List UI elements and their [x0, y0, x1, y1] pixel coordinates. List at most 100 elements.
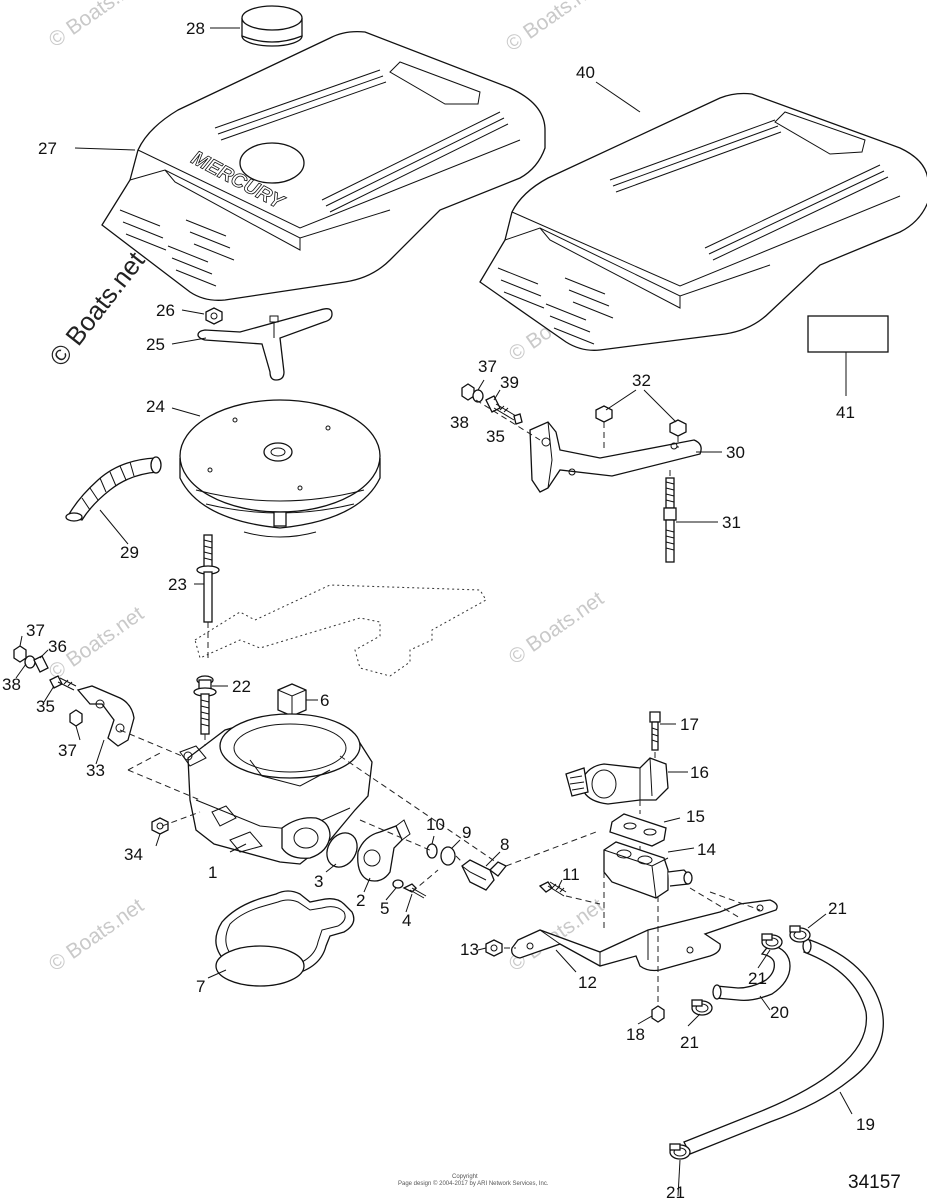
hose-clamp-21: [789, 925, 811, 943]
callout: 41: [836, 403, 855, 422]
iac-valve-16: [565, 757, 669, 805]
screw-17: [649, 711, 661, 751]
watermark: © Boats.net: [45, 0, 148, 52]
callout: 4: [402, 911, 411, 930]
engine-cover-40: [479, 92, 927, 351]
spacer-39: [485, 395, 501, 413]
bracket-33: [76, 685, 135, 747]
washer-38-left: [24, 655, 36, 669]
watermark: © Boats.net: [45, 894, 148, 976]
callout: 12: [578, 973, 597, 992]
callout: 18: [626, 1025, 645, 1044]
watermark: © Boats.net: [502, 0, 605, 56]
fitting-8: [461, 859, 508, 891]
callout: 29: [120, 543, 139, 562]
vent-hose-29: [65, 456, 162, 522]
nut-26: [205, 307, 223, 325]
throttle-body-1: [179, 713, 373, 865]
callout: 9: [462, 823, 471, 842]
gasket-15: [609, 813, 667, 847]
nut-37-upper: [461, 383, 475, 401]
watermark: © Boats.net: [505, 894, 608, 976]
callout: 37: [58, 741, 77, 760]
o-ring-9: [440, 846, 456, 866]
callout: 17: [680, 715, 699, 734]
callout: 8: [500, 835, 509, 854]
o-ring-3: [326, 832, 358, 868]
bolt-35-upper: [493, 403, 523, 425]
callout: 10: [426, 815, 445, 834]
watermark-main: © Boats.net: [43, 245, 151, 371]
nut-37-lower: [69, 709, 83, 727]
watermark: © Boats.net: [505, 587, 608, 669]
gasket-7: [215, 890, 355, 987]
callout: 14: [697, 840, 716, 859]
callout: 15: [686, 807, 705, 826]
phantom-bracket: [194, 584, 487, 677]
callout: 28: [186, 19, 205, 38]
bracket-12: [511, 899, 778, 972]
callout: 36: [48, 637, 67, 656]
nut-13: [485, 939, 503, 957]
leader-lines: [15, 27, 853, 1197]
block-6: [277, 683, 307, 717]
stud-31: [663, 477, 677, 563]
callout: 37: [26, 621, 45, 640]
hose-clamp-21: [669, 1143, 691, 1160]
hose-20: [712, 943, 791, 1002]
callout: 21: [666, 1183, 685, 1200]
callout: 2: [356, 891, 365, 910]
nut-34: [151, 817, 169, 835]
bracket-25: [197, 308, 333, 381]
callout: 16: [690, 763, 709, 782]
callout: 23: [168, 575, 187, 594]
callout: 21: [680, 1033, 699, 1052]
callout: 35: [36, 697, 55, 716]
callout: 11: [562, 865, 580, 884]
assembly-lines: [119, 399, 761, 1002]
callout: 21: [748, 969, 767, 988]
callout: 38: [450, 413, 469, 432]
callout: 40: [576, 63, 595, 82]
oil-cap-28: [241, 5, 303, 47]
callout: 37: [478, 357, 497, 376]
callout: 31: [722, 513, 741, 532]
bolt-22: [193, 675, 217, 735]
screw-4: [402, 883, 427, 899]
nut-32b: [669, 419, 687, 437]
callout: 32: [632, 371, 651, 390]
hose-clamp-21: [691, 999, 713, 1016]
callout: 5: [380, 899, 389, 918]
nut-37-left: [13, 645, 27, 663]
adapter-14: [603, 841, 693, 899]
washer-5: [392, 879, 404, 889]
stud-23: [196, 534, 220, 623]
callout: 27: [38, 139, 57, 158]
bolt-35-left: [49, 675, 77, 691]
hose-clamp-21: [761, 933, 783, 950]
callout: 3: [314, 872, 323, 891]
callout: 21: [828, 899, 847, 918]
callout: 7: [196, 977, 205, 996]
washer-38-upper: [472, 389, 484, 403]
callout: 39: [500, 373, 519, 392]
callout: 30: [726, 443, 745, 462]
copyright-line-1: Copyright: [452, 1174, 478, 1180]
callout: 19: [856, 1115, 875, 1134]
engine-cover-27: MERCURY: [101, 30, 546, 301]
nut-18: [651, 1005, 665, 1023]
o-ring-10: [426, 843, 438, 859]
callout: 34: [124, 845, 143, 864]
callout: 20: [770, 1003, 789, 1022]
copyright-line-2: Page design © 2004-2017 by ARI Network S…: [398, 1180, 549, 1187]
screw-11: [538, 881, 567, 897]
callout: 22: [232, 677, 251, 696]
bracket-30: [529, 421, 702, 493]
diagram-ref-number: 34157: [848, 1172, 901, 1193]
nut-32a: [595, 405, 613, 423]
flame-arrestor-24: [179, 399, 381, 538]
callout: 6: [320, 691, 329, 710]
callout: 33: [86, 761, 105, 780]
callout: 25: [146, 335, 165, 354]
